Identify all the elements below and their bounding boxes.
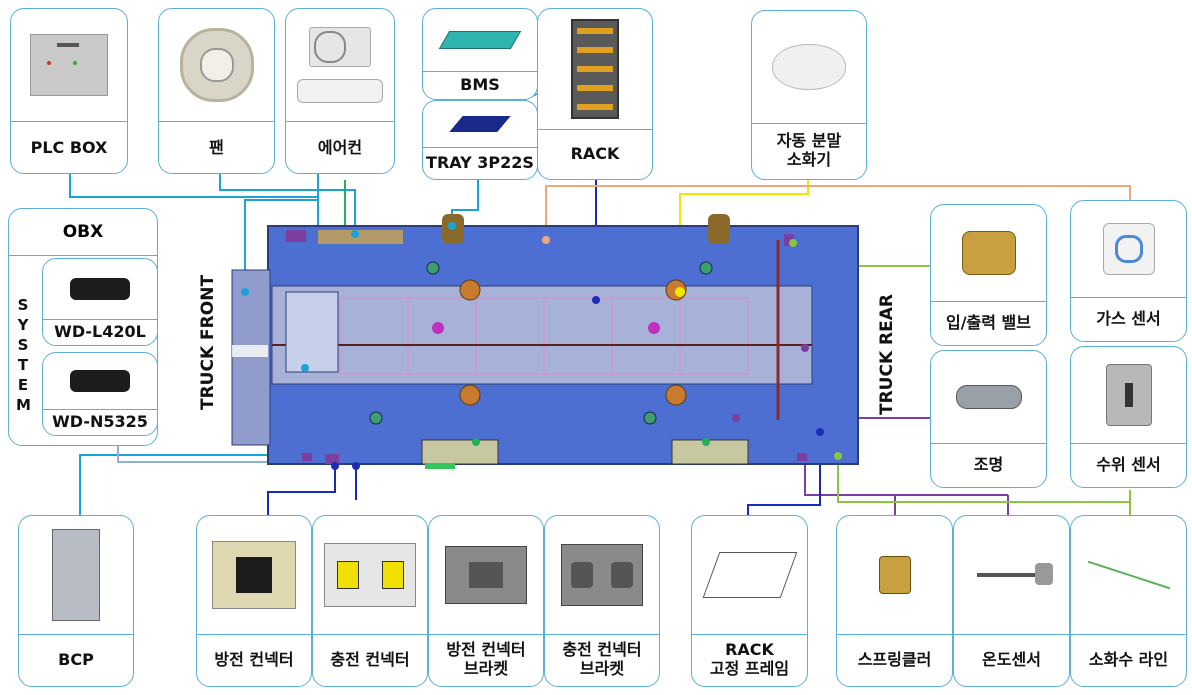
fan-label: 팬 [209,137,224,157]
bracket-disch [421,439,499,465]
bms-image [423,9,537,72]
card-plc-box: PLC BOX [10,8,128,174]
card-bms: BMS [422,8,538,100]
line-rack-frame [747,432,821,515]
fire-line-image [1071,516,1186,635]
charge-bracket-image [545,516,659,635]
system-letter: M [16,396,31,414]
card-disch-conn: 방전 컨넥터 [196,515,312,687]
sprinkler-label: 스프링클러 [857,649,932,669]
line-gas [545,185,1131,240]
card-fan: 팬 [158,8,275,174]
wd1-label: WD-L420L [54,321,146,341]
aircon-label: 에어컨 [317,137,363,157]
front-module [231,269,271,446]
system-letter: S [17,296,29,314]
card-tray: TRAY 3P22S [422,100,538,180]
line-bcp [79,454,305,515]
rack-image [538,9,652,130]
card-charge-bracket: 충전 컨넥터 브라켓 [544,515,660,687]
card-wd1: WD-L420L [42,258,158,346]
disch-conn-image [197,516,311,635]
card-temp: 온도센서 [953,515,1070,687]
wd2-image [43,353,157,410]
card-valve: 입/출력 밸브 [930,204,1047,346]
temp-image [954,516,1069,635]
card-bcp: BCP [18,515,134,687]
gas-label: 가스 센서 [1096,308,1161,328]
line-lime [837,456,1131,503]
wd2-label: WD-N5325 [52,411,148,431]
card-rack-frame: RACK 고정 프레임 [691,515,808,687]
card-water: 수위 센서 [1070,346,1187,488]
line-aircon [244,172,319,292]
plc-box-image [11,9,127,122]
card-aircon: 에어컨 [285,8,395,174]
aircon-image [286,9,394,122]
water-image [1071,347,1186,444]
card-wd2: WD-N5325 [42,352,158,436]
bcp-image [19,516,133,635]
obx-title: OBX [9,209,157,256]
bms-label: BMS [460,74,500,94]
card-extinguisher: 자동 분말 소화기 [751,10,867,180]
wd1-image [43,259,157,320]
disch-bracket-label: 방전 컨넥터 브라켓 [446,640,526,678]
system-letter: E [17,376,29,394]
light-image [931,351,1046,444]
valve-label: 입/출력 밸브 [945,312,1031,332]
disch-bracket-image [429,516,543,635]
line-disch-conn [267,466,336,515]
charge-bracket-label: 충전 컨넥터 브라켓 [562,640,642,678]
rack-row [271,285,813,385]
line-obx [117,445,305,463]
extinguisher-label: 자동 분말 소화기 [776,131,842,169]
system-letter: S [17,336,29,354]
light-label: 조명 [973,454,1004,474]
tray-image [423,101,537,148]
tray-label: TRAY 3P22S [426,152,534,172]
card-sprinkler: 스프링클러 [836,515,953,687]
temp-label: 온도센서 [982,649,1041,669]
card-fire-line: 소화수 라인 [1070,515,1187,687]
extinguisher-image [752,11,866,124]
charge-conn-label: 충전 컨넥터 [330,649,410,669]
rack-frame-label: RACK 고정 프레임 [709,640,790,678]
truck-front-label: TRUCK FRONT [198,274,218,410]
card-gas: 가스 센서 [1070,200,1187,342]
card-charge-conn: 충전 컨넥터 [312,515,428,687]
line-plc [69,172,319,231]
fan-image [159,9,274,122]
card-rack: RACK [537,8,653,180]
truck-rear-label: TRUCK REAR [877,293,897,415]
plc-box-label: PLC BOX [30,137,108,157]
card-light: 조명 [930,350,1047,488]
system-letter: T [17,356,29,374]
bracket-charge [671,439,749,465]
disch-conn-label: 방전 컨넥터 [214,649,294,669]
charge-conn-image [313,516,427,635]
line-fan [219,172,356,234]
card-disch-bracket: 방전 컨넥터 브라켓 [428,515,544,687]
fire-line-label: 소화수 라인 [1088,649,1169,669]
system-letter: Y [17,316,29,334]
bcp-label: BCP [58,649,94,669]
water-label: 수위 센서 [1096,454,1161,474]
rack-label: RACK [570,143,620,163]
gas-image [1071,201,1186,298]
sprinkler-image [837,516,952,635]
rack-frame-image [692,516,807,635]
valve-image [931,205,1046,302]
